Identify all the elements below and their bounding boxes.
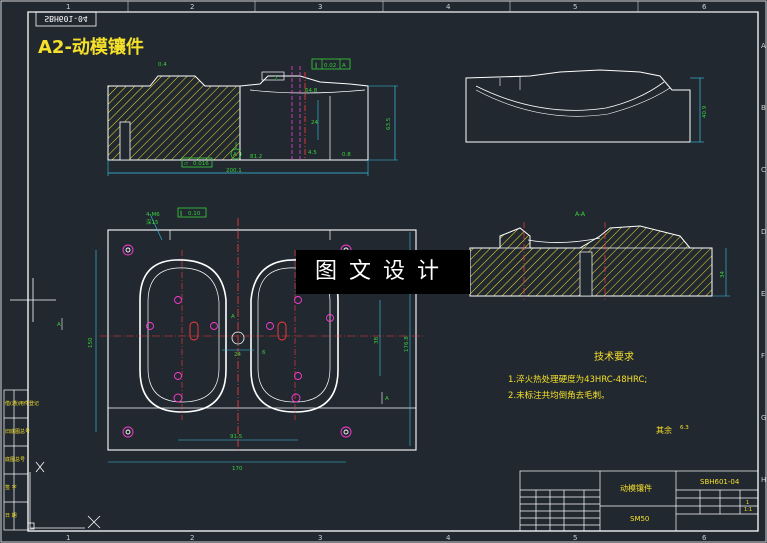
- plan-dim-6: 6: [262, 350, 266, 356]
- title-part-name: 动模镶件: [620, 483, 652, 493]
- corner-drawing-number: SBH601-04: [44, 14, 88, 23]
- left-strip-label-3: 底图总号: [5, 456, 25, 463]
- left-strip-label-2: 旧底图总号: [5, 428, 30, 435]
- plan-dimension-lines: [61, 213, 411, 463]
- title-material: SM50: [630, 515, 649, 523]
- zone-bottom-4: 4: [446, 534, 451, 542]
- plan-parallel-frame: [177, 207, 207, 218]
- plan-section-marker-left: A: [57, 322, 61, 328]
- watermark-stamp: 图文设计: [296, 250, 470, 294]
- ucs-icon: [27, 461, 101, 530]
- title-drawing-number: SBH601-04: [700, 478, 740, 486]
- plan-dim-170-bottom: 170: [232, 466, 243, 472]
- zone-top-3: 3: [318, 3, 322, 11]
- zone-top-5: 5: [573, 3, 577, 11]
- title-sheet: 1: [746, 500, 749, 506]
- section-label: A-A: [575, 211, 586, 218]
- title-block: [519, 470, 759, 532]
- zone-letter-g: G: [761, 414, 766, 422]
- zone-top-2: 2: [190, 3, 194, 11]
- notes-remaining-value: 6.3: [680, 425, 689, 431]
- front-roughness-2: 0.8: [342, 152, 351, 158]
- front-dim-24: 24: [311, 120, 318, 126]
- front-roughness-1: 0.4: [158, 62, 167, 68]
- front-parallel-symbol: ∥: [315, 62, 318, 69]
- zone-bottom-2: 2: [190, 534, 194, 542]
- plan-dim-91-5: 91.5: [230, 434, 243, 440]
- zone-letter-d: D: [761, 228, 766, 236]
- plan-hole-note-2: 深15: [146, 218, 159, 226]
- plan-section-marker-top: A: [385, 396, 389, 402]
- section-dim-34: 34: [720, 271, 726, 278]
- zone-top-6: 6: [702, 3, 707, 11]
- front-dim-200-1: 200.1: [226, 168, 242, 174]
- title-scale: 1:1: [744, 507, 752, 513]
- front-datum-a-top: A: [342, 63, 346, 69]
- notes-item-2: 2.未标注共均倒角去毛刺。: [508, 390, 610, 401]
- plan-dim-24: 24: [234, 352, 241, 358]
- front-dim-81-2: 81.2: [250, 154, 262, 160]
- plan-dim-38: 38: [374, 337, 380, 344]
- zone-top-1: 1: [66, 3, 70, 11]
- zone-letter-a: A: [761, 42, 766, 50]
- front-dim-4-5: 4.5: [308, 150, 317, 156]
- front-dim-63-5: 63.5: [386, 117, 392, 130]
- plan-parallel-symbol: ∥: [180, 210, 183, 217]
- front-dim-64-8: 64.8: [305, 88, 318, 94]
- zone-bottom-1: 1: [66, 534, 70, 542]
- top-zone-strip: [28, 1, 758, 13]
- front-flat-symbol: ▱: [184, 161, 189, 167]
- plan-hole-note: 4-M6: [146, 212, 160, 218]
- left-strip-label-5: 日 期: [5, 513, 17, 519]
- front-view: [107, 58, 398, 176]
- zone-letter-h: H: [761, 476, 766, 484]
- front-tolerance-top: 0.02: [324, 63, 336, 69]
- plan-dim-176-8: 176.8: [404, 336, 410, 352]
- notes-heading: 技术要求: [594, 350, 634, 363]
- front-dim-2: 2: [274, 76, 278, 82]
- drawing-title: A2-动模镶件: [38, 37, 144, 58]
- notes-remaining-label: 其余: [656, 425, 672, 435]
- right-dim-40-9: 40.9: [702, 105, 708, 118]
- plan-parallelism: 0.10: [188, 211, 201, 217]
- zone-letter-c: C: [761, 166, 766, 174]
- right-view: [465, 69, 704, 143]
- plan-datum-a: A: [231, 314, 235, 320]
- left-strip-label-1: 借(通)用件登记: [5, 400, 39, 407]
- plan-view: [100, 218, 425, 451]
- corner-number-box: [35, 11, 97, 27]
- zone-bottom-5: 5: [573, 534, 577, 542]
- front-datum-a-circle: A: [233, 152, 237, 158]
- zone-bottom-6: 6: [702, 534, 707, 542]
- notes-item-1: 1.淬火热处理硬度为43HRC-48HRC;: [508, 374, 647, 385]
- left-strip-label-4: 签 字: [5, 484, 17, 491]
- crosshair-cursor[interactable]: [10, 278, 56, 322]
- plan-dim-150: 150: [88, 337, 94, 348]
- zone-letter-f: F: [761, 352, 765, 360]
- front-tolerance-bottom: 0.016: [193, 161, 209, 167]
- plan-holes: [122, 244, 352, 438]
- zone-top-4: 4: [446, 3, 451, 11]
- zone-letter-e: E: [761, 290, 765, 298]
- zone-letter-b: B: [761, 104, 766, 112]
- left-registration-strip: [3, 389, 29, 531]
- zone-bottom-3: 3: [318, 534, 322, 542]
- section-view: [469, 222, 730, 300]
